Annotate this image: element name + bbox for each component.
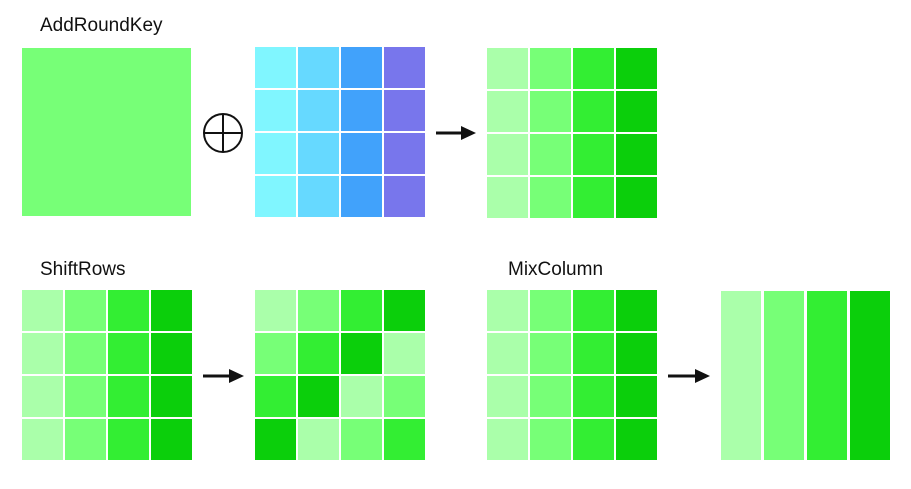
mix-column-in-cell-r0-c0 — [487, 290, 528, 331]
state-after-add-cell-r3-c0 — [487, 177, 528, 218]
mix-column-input-grid — [487, 290, 657, 460]
shift-rows-in-cell-r3-c3 — [151, 419, 192, 460]
state-after-add-cell-r1-c0 — [487, 91, 528, 132]
shift-rows-out-cell-r1-c1 — [298, 333, 339, 374]
shift-rows-in-cell-r3-c0 — [22, 419, 63, 460]
mix-column-in-cell-r2-c1 — [530, 376, 571, 417]
state-after-add-cell-r3-c1 — [530, 177, 571, 218]
state-after-add-cell-r1-c3 — [616, 91, 657, 132]
mix-column-in-cell-r3-c2 — [573, 419, 614, 460]
shift-rows-input-grid — [22, 290, 192, 460]
mix-column-in-cell-r1-c0 — [487, 333, 528, 374]
shift-rows-out-cell-r2-c2 — [341, 376, 382, 417]
state-after-add-cell-r3-c3 — [616, 177, 657, 218]
shift-rows-label: ShiftRows — [40, 259, 126, 280]
round-key-cell-r3-c2 — [341, 176, 382, 217]
state-after-add-round-key-grid — [487, 48, 657, 218]
mix-column-in-cell-r2-c2 — [573, 376, 614, 417]
round-key-grid — [255, 47, 425, 217]
state-after-add-cell-r0-c1 — [530, 48, 571, 89]
state-after-add-cell-r2-c1 — [530, 134, 571, 175]
round-key-cell-r2-c1 — [298, 133, 339, 174]
shift-rows-out-cell-r3-c2 — [341, 419, 382, 460]
mix-column-in-cell-r3-c1 — [530, 419, 571, 460]
shift-rows-out-cell-r3-c0 — [255, 419, 296, 460]
round-key-cell-r1-c0 — [255, 90, 296, 131]
round-key-cell-r1-c2 — [341, 90, 382, 131]
mix-column-in-cell-r0-c3 — [616, 290, 657, 331]
state-after-add-cell-r2-c3 — [616, 134, 657, 175]
mix-column-in-cell-r1-c1 — [530, 333, 571, 374]
shift-rows-out-cell-r1-c2 — [341, 333, 382, 374]
shift-rows-in-cell-r1-c2 — [108, 333, 149, 374]
state-after-add-cell-r2-c2 — [573, 134, 614, 175]
round-key-cell-r0-c0 — [255, 47, 296, 88]
shift-rows-out-cell-r2-c0 — [255, 376, 296, 417]
round-key-cell-r1-c3 — [384, 90, 425, 131]
state-after-add-cell-r1-c1 — [530, 91, 571, 132]
round-key-cell-r2-c2 — [341, 133, 382, 174]
shift-rows-in-cell-r2-c0 — [22, 376, 63, 417]
shift-rows-in-cell-r2-c3 — [151, 376, 192, 417]
state-after-add-cell-r1-c2 — [573, 91, 614, 132]
shift-rows-out-cell-r1-c3 — [384, 333, 425, 374]
mix-column-label: MixColumn — [508, 259, 604, 280]
mix-column-in-cell-r2-c3 — [616, 376, 657, 417]
round-key-cell-r2-c3 — [384, 133, 425, 174]
arrow-right-icon — [668, 369, 710, 383]
shift-rows-out-cell-r3-c3 — [384, 419, 425, 460]
state-after-add-cell-r2-c0 — [487, 134, 528, 175]
mix-column-in-cell-r3-c0 — [487, 419, 528, 460]
shift-rows-in-cell-r2-c1 — [65, 376, 106, 417]
state-after-add-cell-r0-c3 — [616, 48, 657, 89]
arrow-right-icon — [203, 369, 244, 383]
round-key-cell-r0-c2 — [341, 47, 382, 88]
state-after-add-cell-r0-c0 — [487, 48, 528, 89]
shift-rows-output-grid — [255, 290, 425, 460]
shift-rows-in-cell-r1-c0 — [22, 333, 63, 374]
mix-column-out-column-1 — [764, 291, 804, 460]
mix-column-out-column-2 — [807, 291, 847, 460]
round-key-cell-r0-c1 — [298, 47, 339, 88]
shift-rows-in-cell-r3-c2 — [108, 419, 149, 460]
shift-rows-out-cell-r2-c1 — [298, 376, 339, 417]
add-round-key-label: AddRoundKey — [40, 15, 163, 36]
shift-rows-in-cell-r1-c3 — [151, 333, 192, 374]
shift-rows-in-cell-r1-c1 — [65, 333, 106, 374]
round-key-cell-r3-c1 — [298, 176, 339, 217]
mix-column-out-column-3 — [850, 291, 890, 460]
shift-rows-in-cell-r0-c1 — [65, 290, 106, 331]
state-solid-block — [22, 48, 191, 216]
shift-rows-in-cell-r0-c2 — [108, 290, 149, 331]
mix-column-in-cell-r1-c2 — [573, 333, 614, 374]
round-key-cell-r2-c0 — [255, 133, 296, 174]
arrow-right-icon — [436, 126, 476, 140]
shift-rows-in-cell-r0-c0 — [22, 290, 63, 331]
mix-column-out-column-0 — [721, 291, 761, 460]
mix-column-in-cell-r3-c3 — [616, 419, 657, 460]
shift-rows-out-cell-r2-c3 — [384, 376, 425, 417]
round-key-cell-r3-c0 — [255, 176, 296, 217]
shift-rows-in-cell-r0-c3 — [151, 290, 192, 331]
mix-column-in-cell-r1-c3 — [616, 333, 657, 374]
shift-rows-out-cell-r0-c3 — [384, 290, 425, 331]
mix-column-in-cell-r2-c0 — [487, 376, 528, 417]
shift-rows-in-cell-r3-c1 — [65, 419, 106, 460]
shift-rows-out-cell-r1-c0 — [255, 333, 296, 374]
shift-rows-out-cell-r0-c0 — [255, 290, 296, 331]
mix-column-output-grid — [721, 291, 890, 460]
shift-rows-out-cell-r3-c1 — [298, 419, 339, 460]
state-after-add-cell-r3-c2 — [573, 177, 614, 218]
state-after-add-cell-r0-c2 — [573, 48, 614, 89]
xor-icon — [203, 113, 243, 153]
round-key-cell-r1-c1 — [298, 90, 339, 131]
shift-rows-out-cell-r0-c2 — [341, 290, 382, 331]
shift-rows-out-cell-r0-c1 — [298, 290, 339, 331]
mix-column-in-cell-r0-c2 — [573, 290, 614, 331]
mix-column-in-cell-r0-c1 — [530, 290, 571, 331]
round-key-cell-r0-c3 — [384, 47, 425, 88]
round-key-cell-r3-c3 — [384, 176, 425, 217]
shift-rows-in-cell-r2-c2 — [108, 376, 149, 417]
